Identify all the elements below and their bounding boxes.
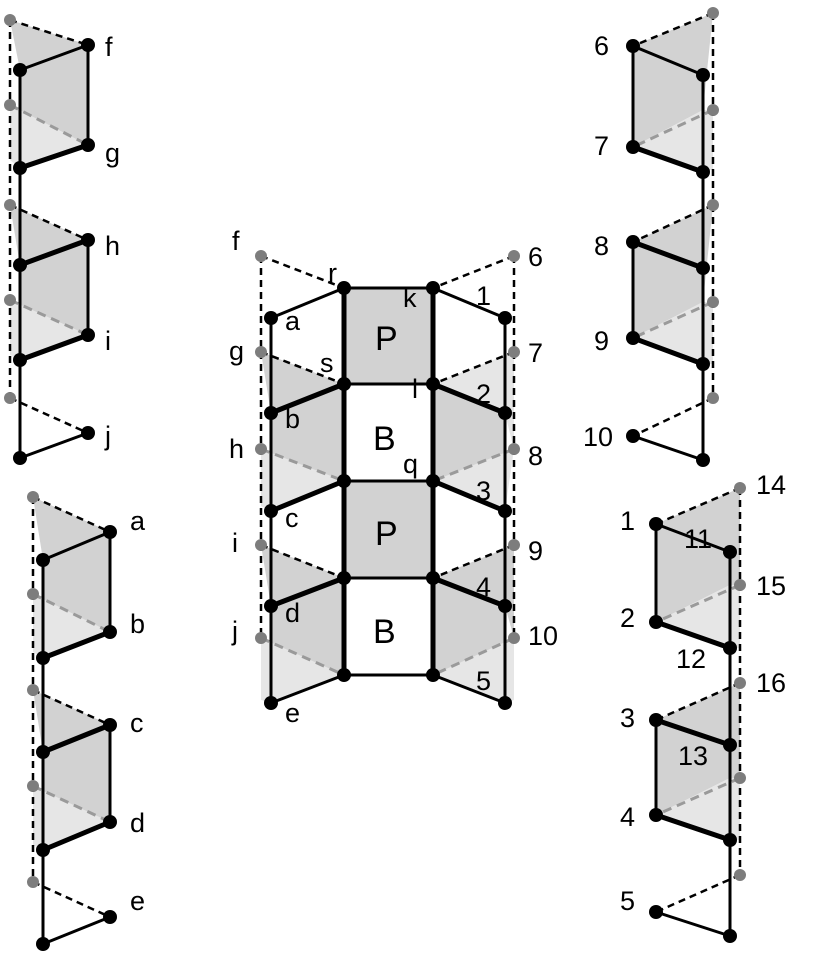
label-h-center: h [229, 434, 244, 464]
strip-bottom-right: 1 2 3 4 5 11 12 13 14 15 16 [620, 470, 786, 943]
label-i-center: i [232, 528, 238, 558]
label-B-bottom: B [373, 613, 396, 651]
label-8-right: 8 [594, 231, 609, 261]
label-12-right: 12 [676, 644, 706, 674]
label-f-center: f [232, 226, 240, 256]
label-g-center: g [229, 336, 244, 366]
label-h: h [105, 231, 120, 261]
label-l: l [412, 374, 418, 404]
label-4-center: 4 [476, 572, 491, 602]
label-b-center: b [285, 404, 300, 434]
label-P-bottom: P [375, 515, 398, 553]
strip-bottom-left: a b c d e [27, 491, 146, 951]
label-e-center: e [285, 698, 300, 728]
label-k: k [403, 283, 417, 313]
label-b-left: b [130, 609, 145, 639]
label-s: s [320, 348, 334, 378]
label-7-center: 7 [528, 338, 543, 368]
label-P-top: P [375, 320, 398, 358]
label-q: q [403, 449, 418, 479]
strip-top-left: f g h i j [4, 14, 120, 465]
label-a-center: a [285, 306, 301, 336]
label-4-right: 4 [620, 802, 635, 832]
label-j-center: j [231, 616, 238, 646]
label-9-right: 9 [594, 326, 609, 356]
label-5-right: 5 [620, 886, 635, 916]
label-14-right: 14 [756, 470, 786, 500]
label-c-center: c [285, 503, 299, 533]
label-6-right: 6 [594, 31, 609, 61]
label-2-center: 2 [476, 379, 491, 409]
label-7-right: 7 [594, 131, 609, 161]
label-2-right: 2 [620, 603, 635, 633]
label-r: r [328, 258, 337, 288]
strip-top-right: 6 7 8 9 10 [583, 7, 719, 467]
label-10-right: 10 [583, 422, 613, 452]
label-f: f [105, 32, 113, 62]
label-8-center: 8 [528, 441, 543, 471]
label-3-right: 3 [620, 703, 635, 733]
label-1-center: 1 [476, 281, 491, 311]
label-15-right: 15 [756, 571, 786, 601]
label-11-right: 11 [684, 524, 712, 554]
label-a-left: a [130, 506, 146, 536]
label-9-center: 9 [528, 536, 543, 566]
label-3-center: 3 [476, 476, 491, 506]
label-d-center: d [285, 598, 300, 628]
label-6-center: 6 [528, 242, 543, 272]
label-5-center: 5 [476, 666, 491, 696]
label-10-center: 10 [528, 621, 558, 651]
label-e-left: e [130, 886, 145, 916]
label-j: j [104, 421, 111, 451]
label-d-left: d [130, 808, 145, 838]
center-assembly: P B P B f g h i j a b c d e r s k l q 1 … [229, 226, 558, 728]
label-B-top: B [373, 420, 396, 458]
label-1-right: 1 [620, 506, 635, 536]
label-i: i [105, 326, 111, 356]
label-g: g [105, 138, 120, 168]
label-13-right: 13 [678, 741, 708, 771]
label-16-right: 16 [756, 668, 786, 698]
label-c-left: c [130, 708, 144, 738]
